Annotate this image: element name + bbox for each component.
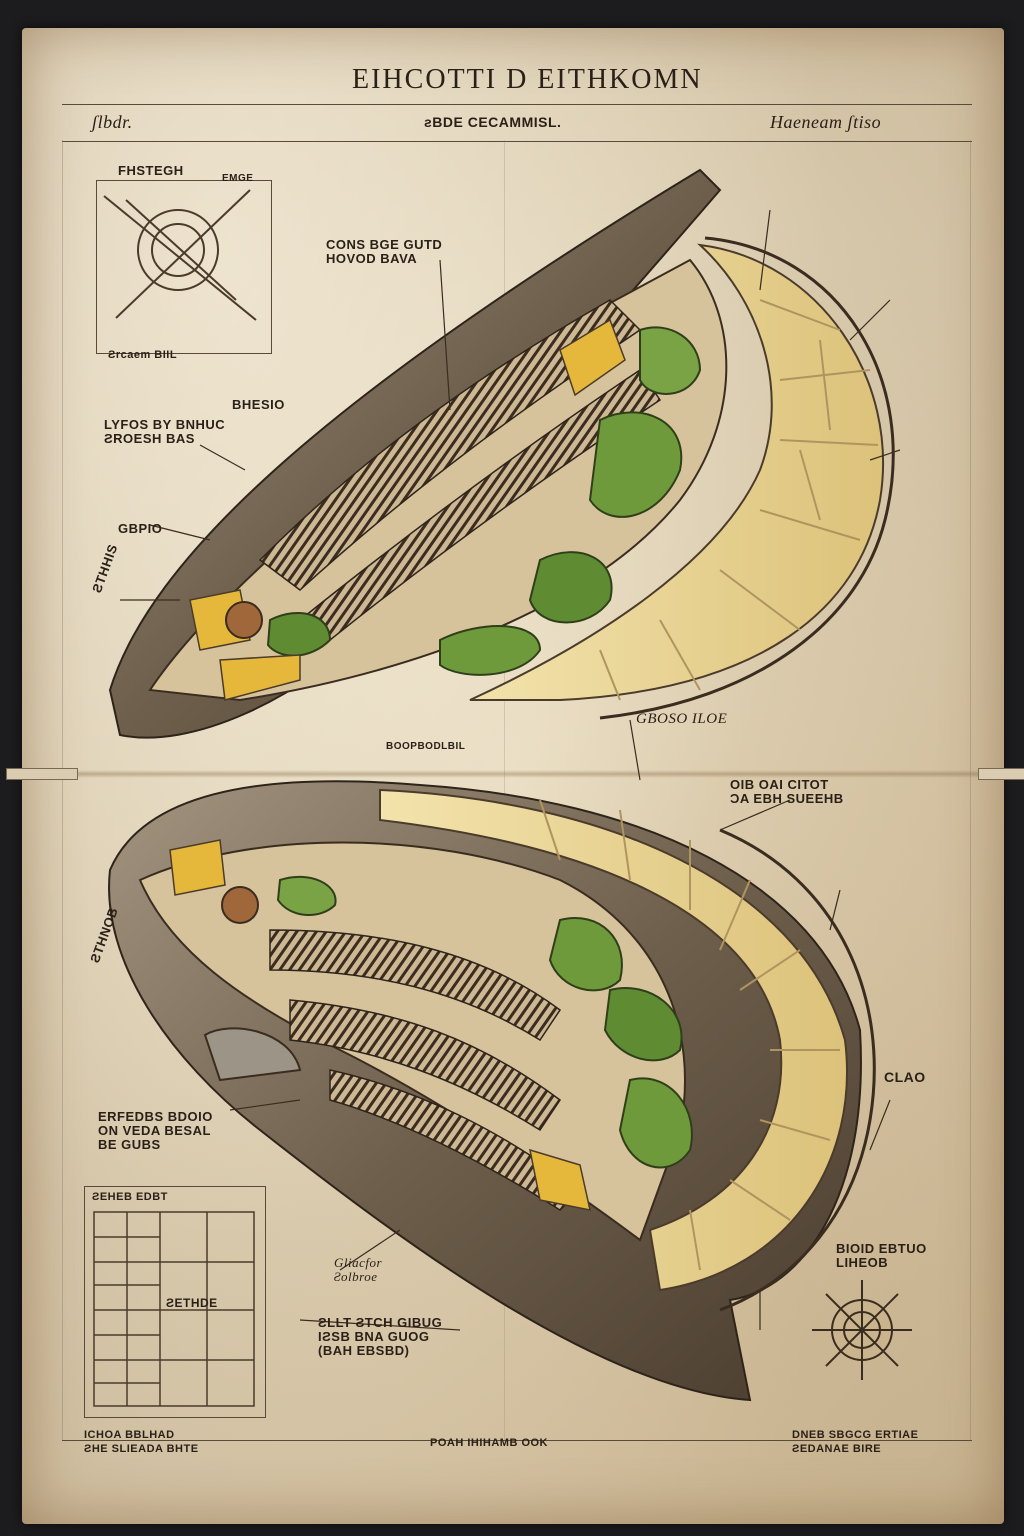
label-c: BHESIO — [232, 397, 285, 412]
vessel-lower — [108, 780, 876, 1402]
footer-right: DNEB SBGCG ERTIAE ƧEDANAE BIRE — [792, 1429, 919, 1455]
inset-top-drawing — [103, 189, 257, 321]
label-n: ƧLLT ƧTCH GIBUG IƧSB BNA GUOG (BAH EBSBD… — [318, 1315, 443, 1358]
label-d: GBPIO — [118, 521, 163, 536]
label-g: BOOPBODLBIL — [386, 741, 466, 752]
frame-left — [62, 140, 63, 1440]
inset-top-frame — [96, 180, 272, 354]
page-title: EIHCOTTI D EITHKOMN — [352, 64, 703, 95]
header-rule — [62, 104, 972, 142]
parchment-page — [22, 28, 1004, 1524]
page-fold — [22, 770, 1004, 778]
subtitle-right: Haeneam ʃtiso — [770, 112, 882, 132]
frame-right — [970, 140, 971, 1440]
inset-top-title: FHSTEGH — [118, 163, 184, 178]
leader-lines — [120, 209, 901, 1331]
inset-bottom-title: ƧEHEB EDBT — [92, 1191, 168, 1203]
inset-bottom-frame — [84, 1186, 266, 1418]
label-h: OIB OAI CITOT ƆA EBH SUEEHB — [730, 777, 844, 806]
label-a: CONS BGE GUTD HOVOD BAVA — [326, 237, 443, 266]
compass-rose-icon — [812, 1280, 912, 1380]
label-b: LYFOS BY BNHUC ƧROESH BAS — [104, 417, 226, 446]
label-j: ERFEDBS BDOIO ON VEDA BESAL BE GUBS — [98, 1109, 213, 1152]
vessel-upper — [108, 168, 895, 739]
content-frame — [62, 140, 972, 1441]
label-f: GBOSO ILOE — [636, 711, 728, 727]
binding-tab-left — [6, 768, 78, 780]
inset-top-tag: EMGE — [222, 173, 254, 184]
center-guide — [504, 140, 505, 1440]
subtitle-left: ʃlbdr. — [92, 112, 133, 132]
inset-bottom-grid — [93, 1211, 255, 1407]
inset-top-caption: Ƨrcaem BIIL — [108, 349, 178, 361]
label-l: BIOID EBTUO LIHEOB — [836, 1241, 927, 1270]
binding-tab-right — [978, 768, 1024, 780]
label-k: CLAO — [884, 1069, 926, 1085]
footer-left: ICHOA BBLHAD ƧHE SLIEADA BHTE — [84, 1429, 199, 1455]
subtitle-center: ƨBDE CECAMMISL. — [424, 114, 562, 130]
label-m: Gliacfor Ƨolbroe — [334, 1255, 383, 1284]
inset-bottom-cell: ƧETHDE — [166, 1296, 218, 1310]
footer-center: POAH IHIHAMB OOK — [430, 1437, 548, 1449]
